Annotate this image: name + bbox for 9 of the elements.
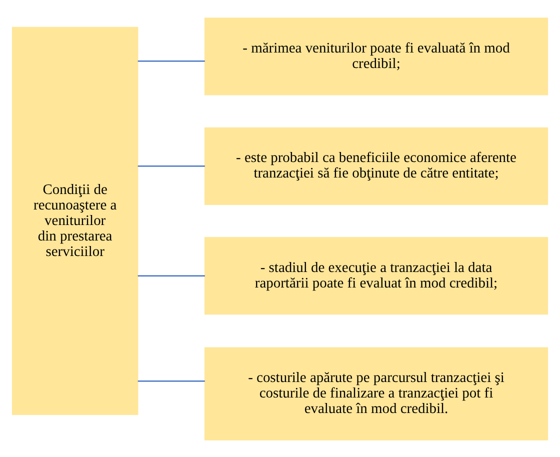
node-box: - mărimea veniturilor poate fi evaluată în mod credibil; [204,17,548,95]
node-box: Condiţii de recunoaştere a veniturilor din prestarea serviciilor [12,26,138,415]
connector [138,274,205,276]
node-box: - stadiul de execuţie a tranzacţiei la data raportării poate fi evaluat în mod credibil; [204,236,548,314]
connector [138,165,205,166]
connector [138,380,205,382]
connector [138,60,205,62]
node-box: - este probabil ca beneficiile economice aferente tranzacţiei să fie obţinute de către entitate; [204,126,548,204]
node-box: - costurile apărute pe parcursul tranzacţiei şi costurile de finalizare a tranzacţiei pot fi evaluate în mod credibil. [204,346,548,440]
